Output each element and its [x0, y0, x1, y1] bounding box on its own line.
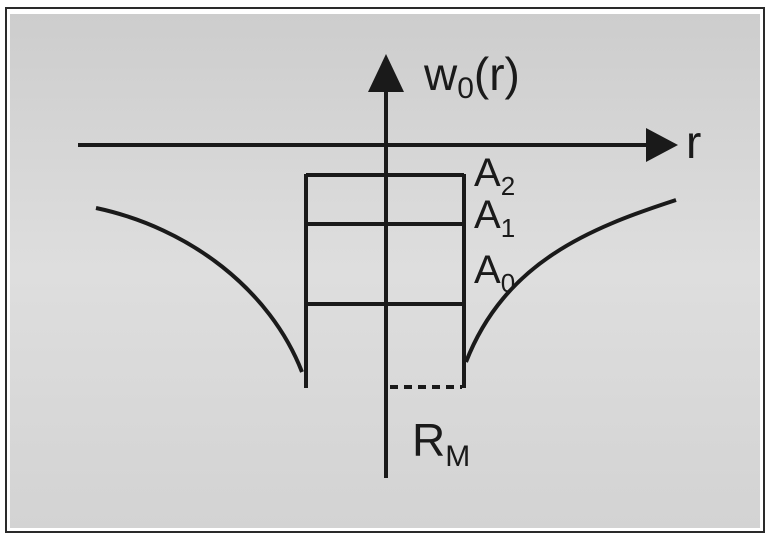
- horizontal-axis-label: r: [686, 116, 701, 168]
- vertical-axis-label-argument: (r): [474, 48, 520, 100]
- radius-label-subscript: M: [445, 440, 470, 473]
- panel-border: [5, 7, 765, 533]
- radius-label: RM: [412, 414, 470, 473]
- level-a1-label-subscript: 1: [501, 213, 515, 243]
- level-a0-label: A0: [474, 248, 515, 298]
- vertical-axis-label-main: w: [423, 48, 458, 100]
- vertical-axis-label-subscript: 0: [457, 72, 474, 105]
- level-a2-label-main: A: [474, 151, 501, 195]
- potential-curve-right: [464, 198, 677, 363]
- level-a0-label-subscript: 0: [501, 268, 515, 298]
- radius-label-main: R: [412, 414, 445, 466]
- r-axis-arrowhead: [646, 128, 678, 162]
- level-a1-label: A1: [474, 193, 515, 243]
- level-a1-label-main: A: [474, 193, 501, 237]
- w-axis-arrowhead: [368, 54, 404, 92]
- level-a2-label: A2: [474, 151, 515, 201]
- level-a2-label-subscript: 2: [501, 171, 515, 201]
- vertical-axis-label: w0(r): [423, 48, 520, 105]
- potential-curve-left: [95, 206, 304, 373]
- level-a0-label-main: A: [474, 248, 501, 292]
